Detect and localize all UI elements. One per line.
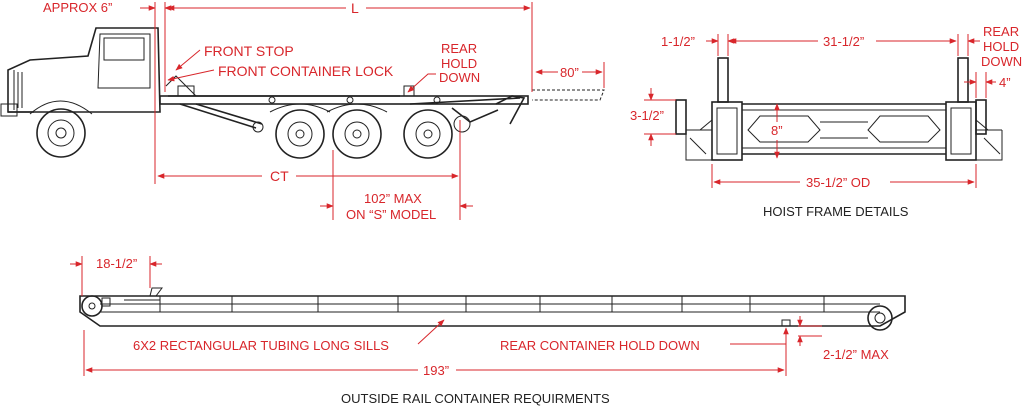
truck-drawing: [0, 27, 605, 159]
rear-hold-label-1: REAR: [441, 41, 477, 56]
truck-approx-label: APPROX 6”: [43, 0, 112, 15]
overhang-label: 80”: [560, 65, 579, 80]
hoist-dim-right: 4”: [999, 75, 1011, 90]
hoist-frame-drawing: [675, 57, 1003, 161]
hoist-rear-3: DOWN: [981, 54, 1022, 69]
hoist-rear-2: HOLD: [983, 39, 1019, 54]
hoist-caption: HOIST FRAME DETAILS: [763, 204, 909, 219]
container-dimensions: [70, 256, 822, 376]
hoist-dim-top: 31-1/2”: [823, 34, 864, 49]
hoist-rear-1: REAR: [983, 24, 1019, 39]
container-length-label: 193”: [423, 363, 449, 378]
front-stop-label: FRONT STOP: [204, 43, 294, 59]
hoist-dim-left: 1-1/2”: [661, 34, 695, 49]
max-label-1: 102” MAX: [364, 191, 422, 206]
rear-hold-label-2: HOLD: [441, 56, 477, 71]
hoist-dim-center: 8”: [771, 123, 783, 138]
hoist-dim-od: 35-1/2” OD: [806, 175, 870, 190]
front-lock-label: FRONT CONTAINER LOCK: [218, 63, 394, 79]
container-max-label: 2-1/2” MAX: [823, 347, 889, 362]
container-caption: OUTSIDE RAIL CONTAINER REQUIRMENTS: [341, 391, 610, 406]
truck-length-label: L: [351, 0, 359, 16]
container-rear-hold-label: REAR CONTAINER HOLD DOWN: [500, 338, 700, 353]
hoist-dim-side: 3-1/2”: [630, 108, 664, 123]
truck-dimensions: [140, 2, 605, 220]
ct-label: CT: [270, 168, 289, 184]
max-label-2: ON “S” MODEL: [346, 207, 436, 222]
hoist-dimensions: [644, 34, 996, 188]
rear-hold-label-3: DOWN: [439, 70, 480, 85]
container-dim-front: 18-1/2”: [96, 256, 137, 271]
container-sills-label: 6X2 RECTANGULAR TUBING LONG SILLS: [133, 338, 389, 353]
container-drawing: [79, 287, 906, 331]
